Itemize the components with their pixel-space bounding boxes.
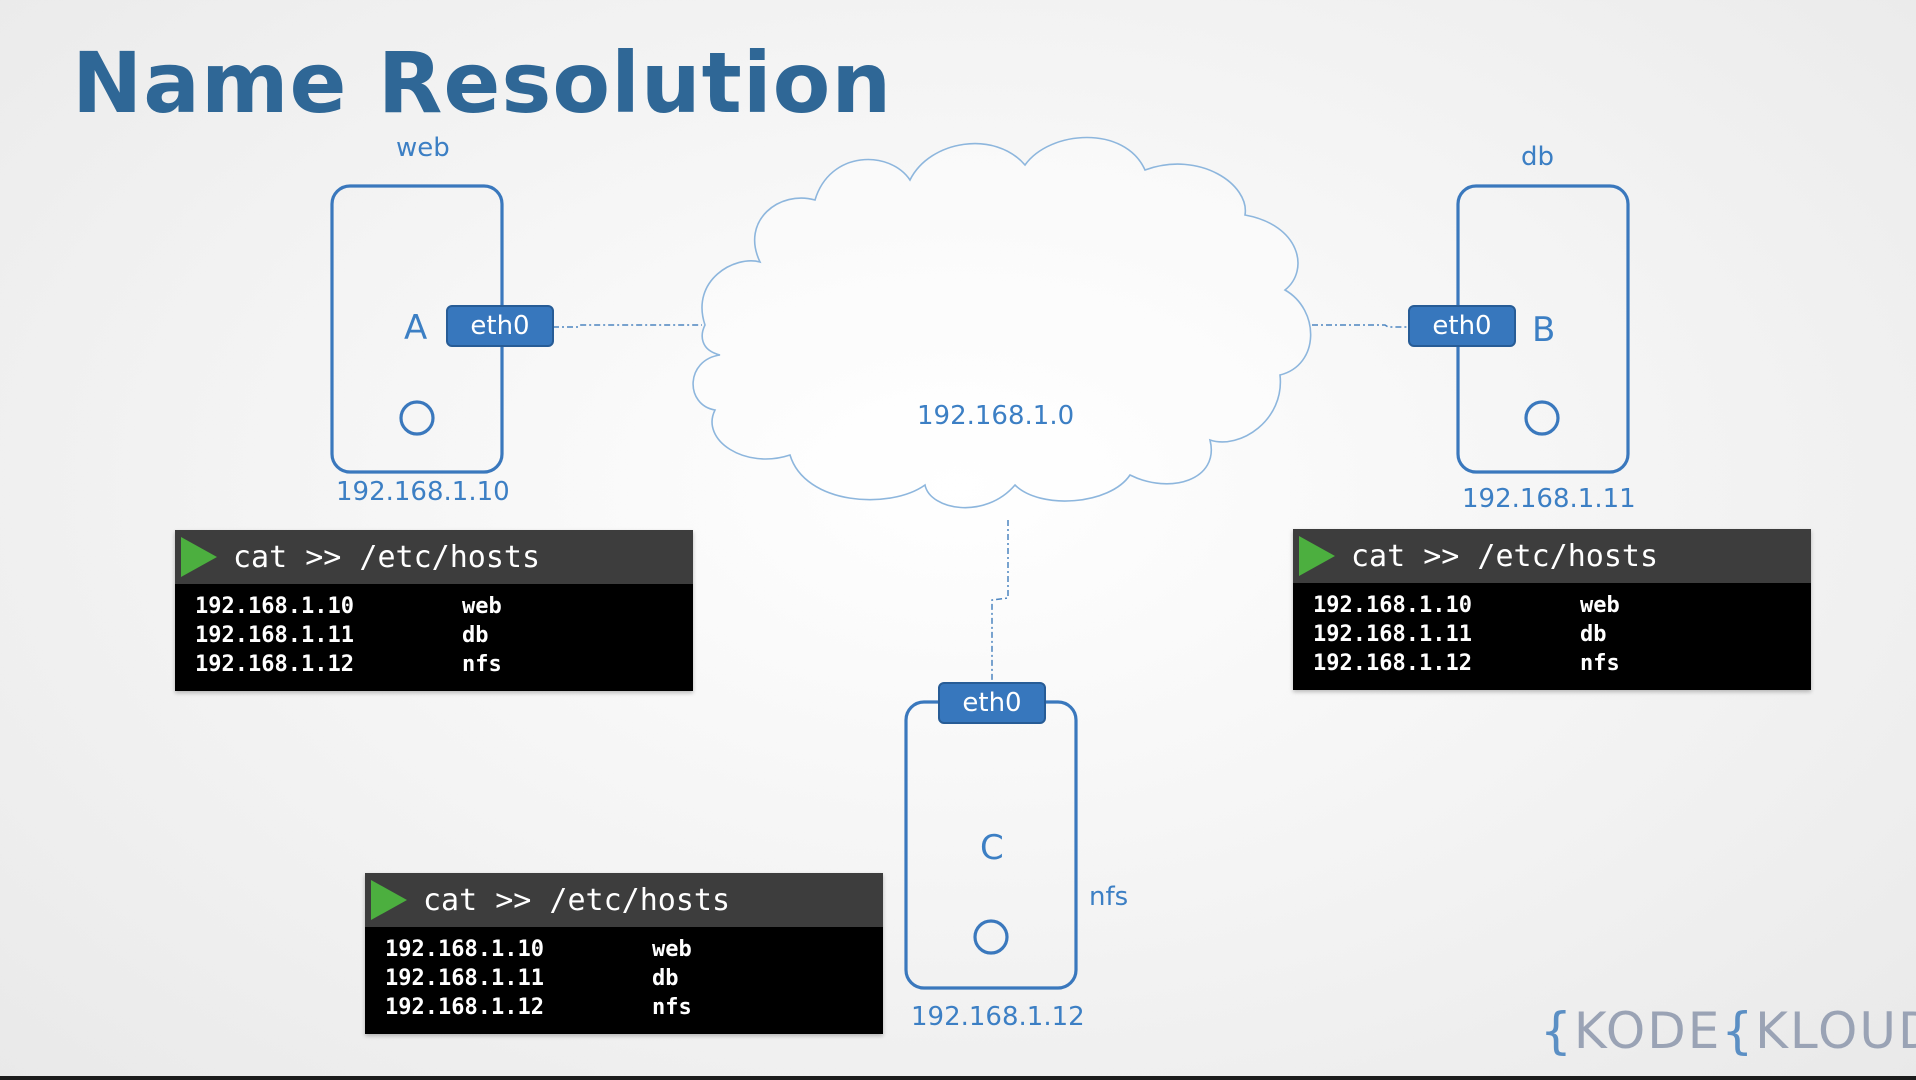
hosts-entry-ip: 192.168.1.10 [1313, 593, 1472, 618]
network-ip: 192.168.1.0 [917, 401, 1075, 431]
hosts-entry-ip: 192.168.1.11 [1313, 622, 1472, 647]
hosts-entry-row: 192.168.1.12 nfs [195, 650, 693, 679]
host-c-eth0-interface: eth0 [938, 682, 1046, 724]
link-c-cloud [991, 520, 1009, 682]
host-c-letter: C [980, 828, 1004, 868]
host-c-ip: 192.168.1.12 [911, 1002, 1085, 1032]
hosts-entry-name: nfs [652, 995, 692, 1020]
link-a-cloud [553, 324, 702, 328]
hosts-entry-row: 192.168.1.12 nfs [385, 993, 883, 1022]
terminal-host-c: cat >> /etc/hosts 192.168.1.10 web 192.1… [365, 873, 883, 1034]
hosts-entry-ip: 192.168.1.11 [385, 966, 544, 991]
host-a-letter: A [404, 308, 428, 348]
host-a-button-icon [399, 400, 435, 436]
logo-bracket: { [1540, 1002, 1574, 1060]
terminal-command: cat >> /etc/hosts [1351, 538, 1659, 574]
logo-text-kloud: KLOUD [1755, 1002, 1916, 1060]
hosts-entry-name: web [1580, 593, 1620, 618]
hosts-entry-ip: 192.168.1.11 [195, 623, 354, 648]
play-icon [371, 880, 407, 920]
terminal-title-bar: cat >> /etc/hosts [365, 873, 883, 927]
bottom-divider [0, 1076, 1916, 1080]
hosts-entry-name: web [652, 937, 692, 962]
terminal-host-a: cat >> /etc/hosts 192.168.1.10 web 192.1… [175, 530, 693, 691]
host-c-name: nfs [1089, 882, 1129, 912]
host-a-name: web [396, 133, 450, 163]
hosts-entry-ip: 192.168.1.12 [195, 652, 354, 677]
host-a-eth0-interface: eth0 [446, 305, 554, 347]
hosts-entry-ip: 192.168.1.10 [385, 937, 544, 962]
link-b-cloud [1312, 324, 1410, 328]
terminal-output: 192.168.1.10 web 192.168.1.11 db 192.168… [1293, 583, 1811, 690]
terminal-output: 192.168.1.10 web 192.168.1.11 db 192.168… [365, 927, 883, 1034]
terminal-command: cat >> /etc/hosts [233, 539, 541, 575]
hosts-entry-name: db [462, 623, 489, 648]
hosts-entry-ip: 192.168.1.12 [385, 995, 544, 1020]
hosts-entry-name: nfs [462, 652, 502, 677]
network-cloud [692, 136, 1312, 509]
hosts-entry-ip: 192.168.1.10 [195, 594, 354, 619]
hosts-entry-row: 192.168.1.10 web [195, 592, 693, 621]
host-b-button-icon [1524, 400, 1560, 436]
hosts-entry-row: 192.168.1.12 nfs [1313, 649, 1811, 678]
host-b-ip: 192.168.1.11 [1462, 484, 1636, 514]
page-title: Name Resolution [72, 34, 893, 132]
play-icon [181, 537, 217, 577]
terminal-title-bar: cat >> /etc/hosts [1293, 529, 1811, 583]
host-b-eth0-interface: eth0 [1408, 305, 1516, 347]
hosts-entry-ip: 192.168.1.12 [1313, 651, 1472, 676]
hosts-entry-name: nfs [1580, 651, 1620, 676]
play-icon [1299, 536, 1335, 576]
hosts-entry-row: 192.168.1.11 db [385, 964, 883, 993]
hosts-entry-row: 192.168.1.10 web [385, 935, 883, 964]
terminal-title-bar: cat >> /etc/hosts [175, 530, 693, 584]
logo-text-kode: KODE [1573, 1002, 1722, 1060]
hosts-entry-name: web [462, 594, 502, 619]
hosts-entry-row: 192.168.1.11 db [1313, 620, 1811, 649]
host-b-name: db [1521, 142, 1555, 172]
kodekloud-logo: {KODE{KLOUD [1540, 1002, 1916, 1060]
hosts-entry-name: db [652, 966, 679, 991]
host-b-letter: B [1532, 310, 1556, 350]
hosts-entry-row: 192.168.1.10 web [1313, 591, 1811, 620]
logo-bracket: { [1721, 1002, 1756, 1060]
terminal-host-b: cat >> /etc/hosts 192.168.1.10 web 192.1… [1293, 529, 1811, 690]
terminal-command: cat >> /etc/hosts [423, 882, 731, 918]
hosts-entry-name: db [1580, 622, 1607, 647]
host-a-ip: 192.168.1.10 [336, 477, 510, 507]
host-c-button-icon [973, 919, 1009, 955]
terminal-output: 192.168.1.10 web 192.168.1.11 db 192.168… [175, 584, 693, 691]
hosts-entry-row: 192.168.1.11 db [195, 621, 693, 650]
